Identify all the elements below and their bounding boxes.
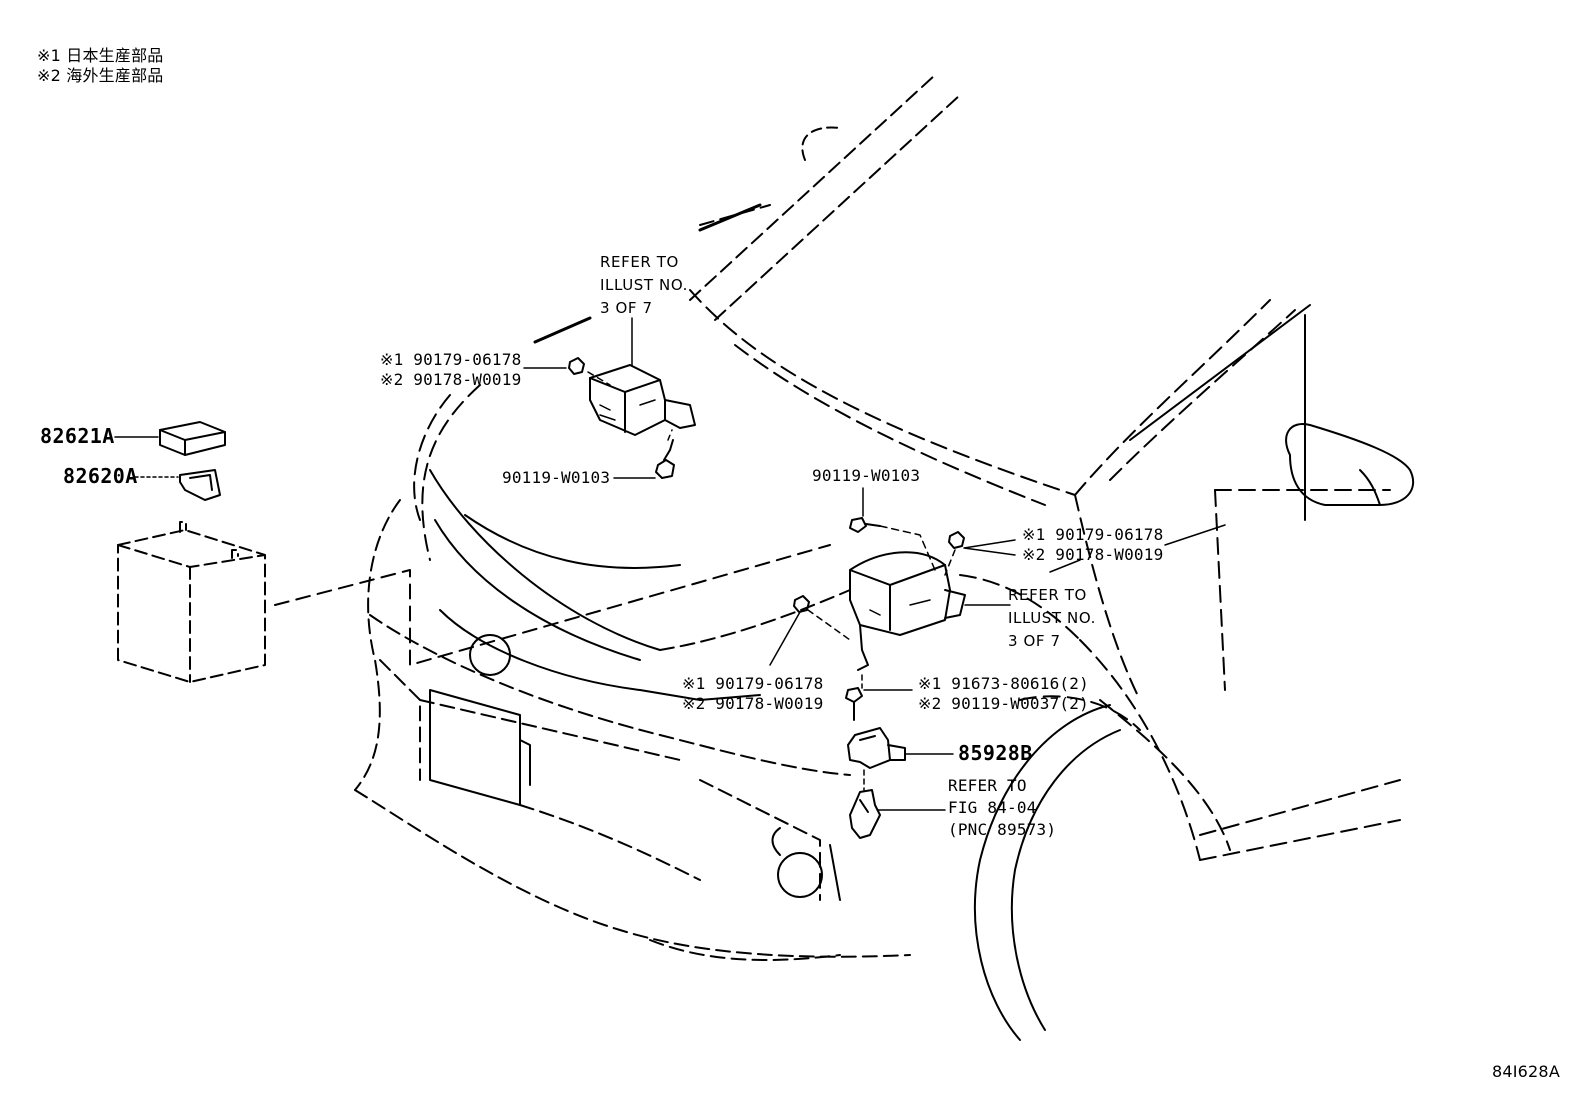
production-legend: ※1 日本生産部品 ※2 海外生産部品 xyxy=(37,46,163,86)
illustration-code: 84I628A xyxy=(1492,1062,1560,1081)
nut-left-label: ※1 90179-06178 ※2 90178-W0019 xyxy=(682,674,823,714)
relay-block-middle xyxy=(849,551,966,671)
sensor-85928b xyxy=(847,727,906,769)
part-number: ※1 90179-06178 xyxy=(380,350,522,369)
refer-fig-label: REFER TO FIG 84-04 (PNC 89573) xyxy=(948,776,1057,839)
bracket-82620a xyxy=(179,469,221,501)
battery-leader xyxy=(274,544,831,666)
relay-block-upper xyxy=(589,364,696,436)
lower-grille xyxy=(519,779,821,901)
part-number: ※2 90178-W0019 xyxy=(380,370,522,389)
side-mirror xyxy=(1285,423,1415,506)
license-plate xyxy=(429,689,531,806)
fog-light xyxy=(771,827,841,901)
horn-cover-82621a xyxy=(159,421,226,456)
refer-illust-top: REFER TO ILLUST NO. 3 OF 7 xyxy=(600,253,689,317)
fender-wheel xyxy=(959,574,1231,861)
nut-left xyxy=(793,595,810,613)
nut-upper-label: ※1 90179-06178 ※2 90178-W0019 xyxy=(380,350,521,390)
tire xyxy=(974,704,1121,1041)
part-number: ※1 90179-06178 xyxy=(682,674,824,693)
leader-nut-left xyxy=(769,611,801,666)
front-fascia xyxy=(429,469,851,661)
side-body xyxy=(1074,299,1401,861)
bolt-upper-label: 90119-W0103 xyxy=(502,468,611,487)
windshield-outline xyxy=(689,74,961,321)
part-number: ※2 90119-W0037(2) xyxy=(918,694,1089,713)
part-number: ※2 90178-W0019 xyxy=(682,694,824,713)
part-number: ※2 90178-W0019 xyxy=(1022,545,1164,564)
leader-nut-right xyxy=(963,539,1016,556)
bolt-middle-label: 90119-W0103 xyxy=(812,466,921,485)
wiper-marks xyxy=(533,126,841,344)
battery xyxy=(117,521,266,683)
part-82621a-label: 82621A xyxy=(40,424,115,448)
part-number: ※1 91673-80616(2) xyxy=(918,674,1089,693)
part-85928b-label: 85928B xyxy=(958,741,1033,765)
bumper-outline xyxy=(354,499,911,961)
part-number: ※1 90179-06178 xyxy=(1022,525,1164,544)
refer-illust-middle: REFER TO ILLUST NO. 3 OF 7 xyxy=(1008,586,1097,650)
door-line xyxy=(1129,304,1311,521)
legend-note-2: ※2 海外生産部品 xyxy=(37,66,164,85)
bracket-lower xyxy=(849,789,881,839)
bolt-lower xyxy=(845,687,863,721)
nut-upper xyxy=(568,357,585,375)
legend-note-1: ※1 日本生産部品 xyxy=(37,46,164,65)
nut-right xyxy=(948,531,965,549)
bolt-middle xyxy=(849,517,881,533)
headlight xyxy=(439,609,761,701)
nut-right-label: ※1 90179-06178 ※2 90178-W0019 xyxy=(1022,525,1163,565)
part-82620a-label: 82620A xyxy=(63,464,138,488)
hood-outline xyxy=(413,289,1076,561)
bolt-lower-label: ※1 91673-80616(2) ※2 90119-W0037(2) xyxy=(918,674,1089,714)
bolt-upper xyxy=(655,439,675,479)
